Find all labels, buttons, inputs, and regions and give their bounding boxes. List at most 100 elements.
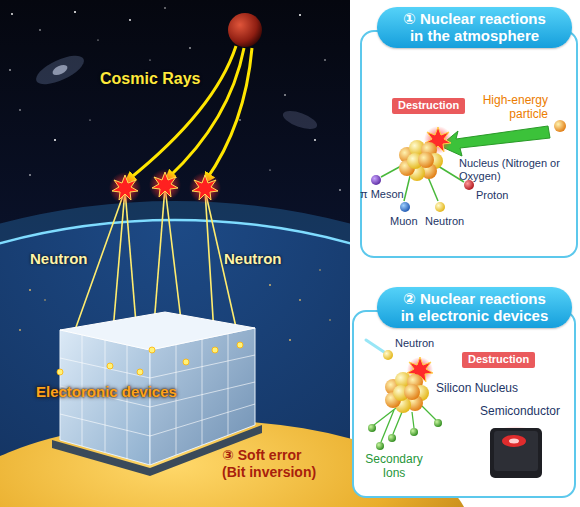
- space-scene: [29, 174, 31, 176]
- space-scene: [299, 299, 301, 301]
- building: [57, 369, 63, 375]
- neutron-label: Neutron: [224, 250, 282, 268]
- space-scene: [44, 299, 46, 301]
- semiconductor-chip: [489, 426, 542, 478]
- device-reaction: [490, 428, 542, 478]
- building: [237, 342, 243, 348]
- space-scene: [51, 63, 69, 77]
- atmosphere-reaction: [371, 175, 381, 185]
- space-scene: [324, 59, 325, 60]
- space-scene: [206, 48, 252, 180]
- space-scene: [74, 11, 76, 13]
- building: [60, 358, 150, 378]
- device-reaction: [410, 428, 418, 436]
- galaxy: [32, 50, 319, 133]
- space-scene: [129, 19, 131, 21]
- secondary-ion: [368, 419, 442, 450]
- space-scene: [228, 13, 262, 47]
- space-scene: [168, 48, 244, 178]
- device-label: Semiconductor: [480, 404, 560, 418]
- device-reaction: [385, 372, 429, 413]
- nucleus-label: Nucleus (Nitrogen or Oxygen): [459, 157, 571, 183]
- device-reaction: [412, 412, 414, 428]
- space-scene: [54, 139, 56, 141]
- atmosphere-reaction: [554, 120, 566, 132]
- particle-label: Proton: [476, 189, 508, 202]
- space-scene: [284, 94, 286, 96]
- space-scene: [97, 39, 98, 40]
- device-reaction: [502, 435, 526, 447]
- ion-label: Secondary Ions: [362, 452, 426, 480]
- particle-label: Neutron: [395, 337, 434, 350]
- device-reaction: [374, 408, 396, 425]
- building: [150, 404, 255, 436]
- device-reaction: [434, 419, 442, 427]
- atmosphere-reaction: [428, 177, 438, 201]
- space-scene: [112, 175, 138, 200]
- space-scene: [89, 119, 90, 120]
- space-scene: [0, 0, 350, 507]
- building: [150, 355, 255, 378]
- destruction-tag: Destruction: [392, 98, 465, 114]
- space-scene: [152, 172, 178, 197]
- device-reaction: [368, 424, 376, 432]
- neutron-hit-dot: [57, 342, 243, 375]
- building: [107, 363, 113, 369]
- destruction-text: Destruction: [468, 353, 529, 367]
- building: [202, 339, 203, 445]
- space-scene: [149, 59, 150, 60]
- atmosphere-reaction: [404, 176, 410, 201]
- space-scene: [329, 319, 331, 321]
- space-scene: [32, 50, 88, 90]
- space-scene: [192, 175, 218, 200]
- device-reaction: [376, 442, 384, 450]
- cosmic-rays-label: Cosmic Rays: [100, 70, 201, 89]
- space-scene: [189, 172, 221, 204]
- collision-burst: [109, 169, 221, 204]
- space-scene: [149, 169, 181, 201]
- star: [9, 7, 341, 191]
- device-label: Electoronic devices: [36, 383, 177, 401]
- device-reaction: [393, 412, 402, 434]
- atmosphere-reaction: [400, 202, 410, 212]
- space-scene: [11, 13, 13, 15]
- building: [212, 347, 218, 353]
- particle-label: π Meson: [360, 188, 404, 201]
- space-scene: [281, 107, 320, 132]
- space-scene: [29, 289, 31, 291]
- building: [137, 369, 143, 375]
- panel-ground: [353, 31, 577, 497]
- atmosphere-reaction: [399, 140, 443, 181]
- device-reaction: [388, 434, 396, 442]
- planet: [228, 13, 262, 47]
- device-reaction: [383, 350, 393, 360]
- building: [60, 312, 255, 350]
- atmosphere-reaction: [435, 202, 445, 212]
- space-scene: [319, 269, 321, 271]
- space-scene: [0, 210, 350, 507]
- nucleus-label: Silicon Nucleus: [436, 381, 518, 395]
- space-scene: [9, 69, 11, 71]
- space-scene: [189, 47, 191, 49]
- device-reaction: [494, 431, 538, 471]
- space-scene: [269, 169, 270, 170]
- cosmic-ray-arrow: [128, 46, 252, 180]
- panel-heading: ② Nuclear reactions in electronic device…: [377, 287, 572, 328]
- atmosphere-reaction: [440, 126, 550, 156]
- space-scene: [0, 220, 350, 507]
- particle-label: Muon: [390, 215, 418, 228]
- panel-ground: [353, 311, 575, 497]
- space-scene: [339, 189, 341, 191]
- device-reaction: [422, 406, 436, 420]
- device-reaction: [509, 439, 519, 444]
- panel-heading: ① Nuclear reactions in the atmosphere: [377, 7, 572, 48]
- destruction-text: Destruction: [398, 99, 459, 113]
- space-scene: [269, 284, 271, 286]
- earth: [0, 210, 350, 507]
- particle-label: Neutron: [425, 215, 464, 228]
- neutron-label: Neutron: [30, 250, 88, 268]
- building: [60, 414, 150, 436]
- building: [183, 359, 189, 365]
- space-scene: [239, 119, 240, 120]
